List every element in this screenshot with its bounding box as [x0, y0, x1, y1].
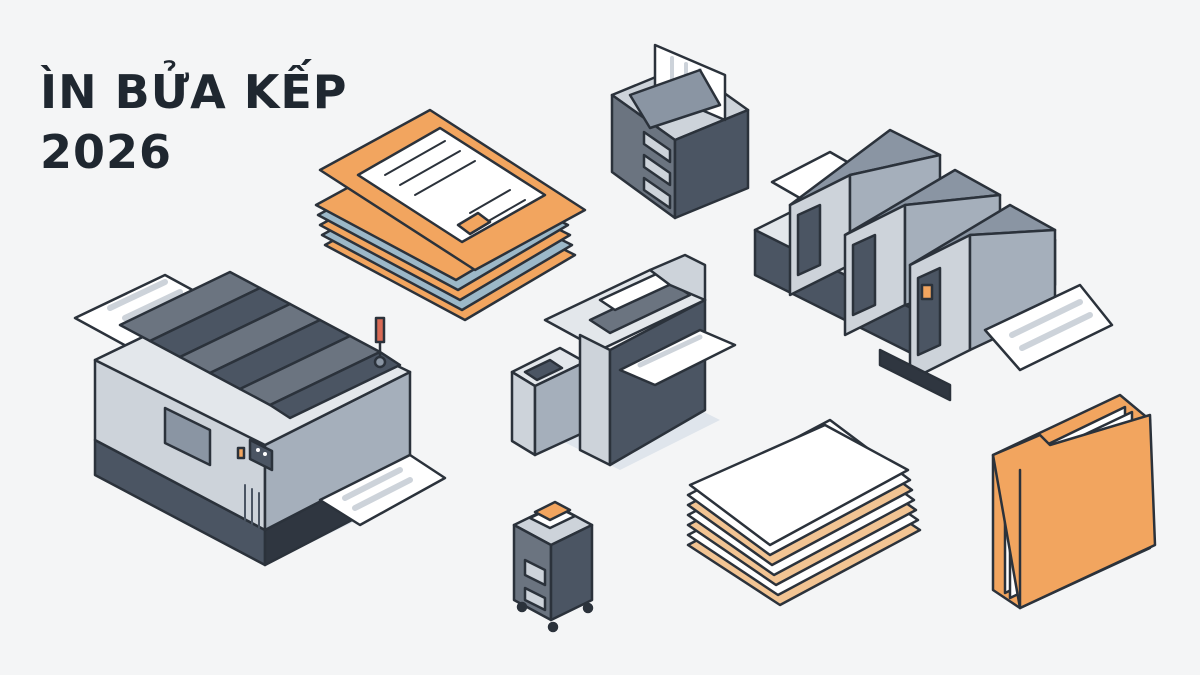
stacked-documents-icon [314, 108, 587, 322]
paper-stack-icon [686, 418, 922, 607]
title-line-1: ÌN BỬA KẾP [40, 65, 348, 119]
orange-folder-icon [991, 393, 1157, 610]
small-printer-cart-icon [512, 500, 594, 633]
compact-printing-press-icon [510, 253, 737, 470]
title-line-2: 2026 [40, 125, 173, 179]
page-title: ÌN BỬA KẾP 2026 [40, 62, 348, 182]
multi-unit-press-icon [753, 128, 1114, 402]
large-offset-press-icon [73, 270, 447, 567]
tabletop-printer-icon [610, 43, 750, 220]
